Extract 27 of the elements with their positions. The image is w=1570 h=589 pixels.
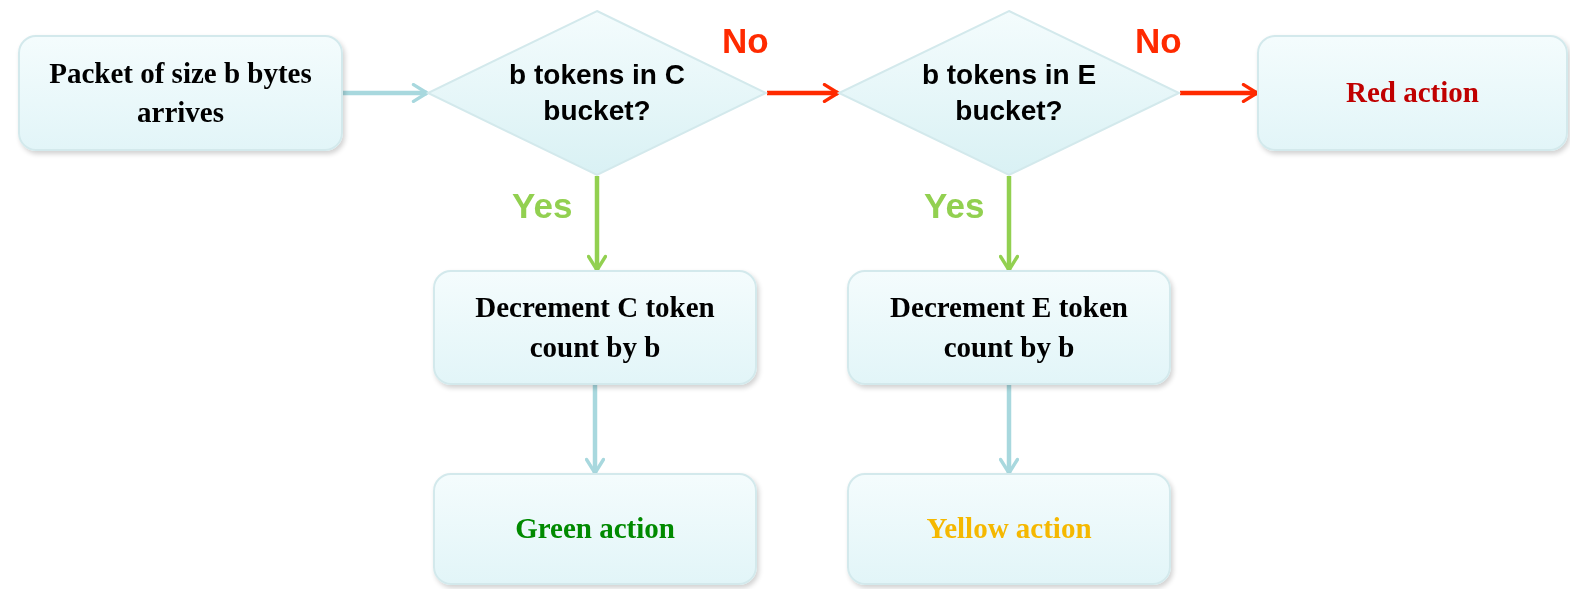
process-box <box>18 35 343 151</box>
decision-diamond <box>427 10 767 176</box>
arrow <box>998 385 1020 475</box>
arrow <box>584 385 606 475</box>
edge-label: No <box>722 21 769 61</box>
arrow <box>998 176 1020 272</box>
process-box <box>847 270 1171 385</box>
arrow <box>586 176 608 272</box>
node-text: b tokens in C bucket? <box>508 57 686 128</box>
node-text: Decrement C token count by b <box>474 290 716 365</box>
node-text: b tokens in E bucket? <box>920 57 1098 128</box>
process-box <box>433 270 757 385</box>
arrow <box>1180 82 1259 104</box>
edge-label: Yes <box>924 186 985 226</box>
node-text: Green action <box>514 511 676 547</box>
edge-label: Yes <box>512 186 573 226</box>
node-text: Decrement E token count by b <box>889 290 1129 365</box>
edge-label: No <box>1135 21 1182 61</box>
decision-diamond <box>838 10 1180 176</box>
process-box <box>847 473 1171 585</box>
node-text: Red action <box>1345 75 1480 111</box>
arrow <box>767 82 840 104</box>
process-box <box>1257 35 1568 151</box>
process-box <box>433 473 757 585</box>
arrow <box>343 82 429 104</box>
node-text: Packet of size b bytes arrives <box>48 55 313 130</box>
node-text: Yellow action <box>925 511 1093 547</box>
